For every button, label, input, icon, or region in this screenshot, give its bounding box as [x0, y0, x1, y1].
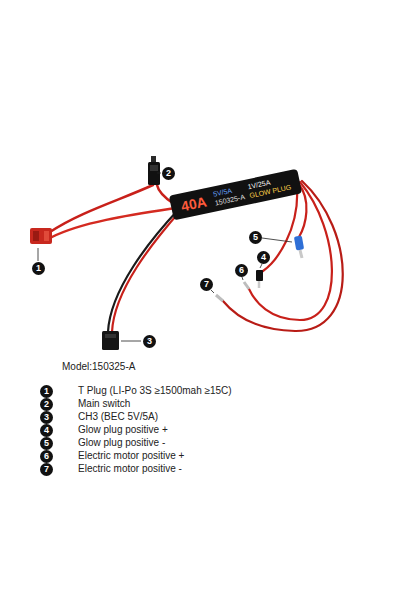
callout-number: 5: [249, 231, 262, 244]
callout-number: 6: [40, 450, 53, 463]
spec-grid: 5V/5A1V/25A150325-AGLOW PLUG: [212, 175, 292, 208]
callout-number: 2: [162, 167, 175, 180]
callout-number: 1: [40, 385, 53, 398]
label-text: Glow plug positive -: [78, 437, 165, 449]
callout-number: 3: [40, 411, 53, 424]
callout-number: 3: [143, 335, 156, 348]
device-body: 40A5V/5A1V/25A150325-AGLOW PLUG: [169, 169, 303, 221]
callout-number: 7: [40, 463, 53, 476]
label-text: Model:150325-A: [62, 361, 135, 373]
callout-number: 1: [32, 262, 45, 275]
rating-text: 40A: [180, 193, 208, 214]
label-text: Electric motor positive -: [78, 463, 182, 475]
label-text: Main switch: [78, 398, 130, 410]
callout-number: 5: [40, 437, 53, 450]
callout-number: 7: [200, 278, 213, 291]
callout-number: 4: [40, 424, 53, 437]
callout-number: 4: [257, 251, 270, 264]
label-text: Electric motor positive +: [78, 450, 184, 462]
callout-number: 6: [235, 264, 248, 277]
label-text: CH3 (BEC 5V/5A): [78, 411, 158, 423]
label-text: T Plug (LI-Po 3S ≥1500mah ≥15C): [78, 385, 232, 397]
callout-number: 2: [40, 398, 53, 411]
label-text: Glow plug positive +: [78, 424, 168, 436]
